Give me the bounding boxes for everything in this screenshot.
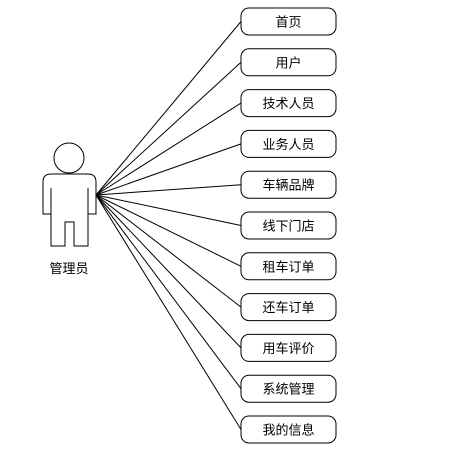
use-case-box	[240, 129, 337, 158]
use-case-box	[240, 252, 337, 281]
use-case-label: 我的信息	[262, 423, 314, 439]
use-case-label: 用户	[275, 55, 301, 71]
use-case-item: 用车评价	[240, 333, 337, 362]
use-case-item: 业务人员	[240, 129, 337, 158]
actor-label: 管理员	[49, 262, 88, 277]
use-case-label: 线下门店	[262, 220, 314, 235]
association-line	[95, 194, 242, 308]
use-case-box	[240, 211, 337, 240]
use-case-item: 用户	[240, 48, 337, 77]
association-line	[95, 184, 242, 196]
use-case-item: 我的信息	[240, 415, 337, 444]
actor-head	[53, 142, 85, 174]
use-case-box	[240, 333, 337, 362]
use-case-label: 首页	[275, 16, 301, 31]
association-line	[95, 61, 242, 196]
association-line	[95, 194, 242, 430]
association-line	[95, 143, 242, 196]
association-line	[95, 194, 242, 389]
use-case-box	[240, 374, 337, 403]
use-case-box	[240, 170, 337, 199]
association-lines	[95, 21, 242, 430]
use-case-item: 线下门店	[240, 211, 337, 240]
association-line	[95, 194, 242, 226]
use-case-box	[240, 415, 337, 444]
use-case-label: 用车评价	[262, 341, 314, 357]
association-line	[95, 194, 242, 267]
association-line	[95, 21, 242, 196]
actor-body	[42, 173, 97, 247]
use-case-box	[240, 89, 337, 118]
association-line	[95, 102, 242, 196]
use-case-item: 车辆品牌	[240, 170, 337, 199]
use-case-item: 还车订单	[240, 293, 337, 322]
use-case-box	[240, 293, 337, 322]
use-case-item: 系统管理	[240, 374, 337, 403]
use-case-label: 车辆品牌	[262, 178, 314, 194]
use-case-label: 租车订单	[262, 259, 314, 275]
use-case-item: 租车订单	[240, 252, 337, 281]
association-line	[95, 194, 242, 349]
use-case-label: 技术人员	[262, 97, 314, 112]
use-case-item: 首页	[240, 7, 337, 36]
use-case-item: 技术人员	[240, 89, 337, 118]
actor-figure: 管理员	[42, 142, 97, 277]
use-case-box	[240, 7, 337, 36]
use-case-label: 还车订单	[262, 300, 314, 316]
use-case-label: 系统管理	[262, 383, 314, 398]
use-case-label: 业务人员	[262, 137, 314, 153]
use-case-box	[240, 48, 337, 77]
